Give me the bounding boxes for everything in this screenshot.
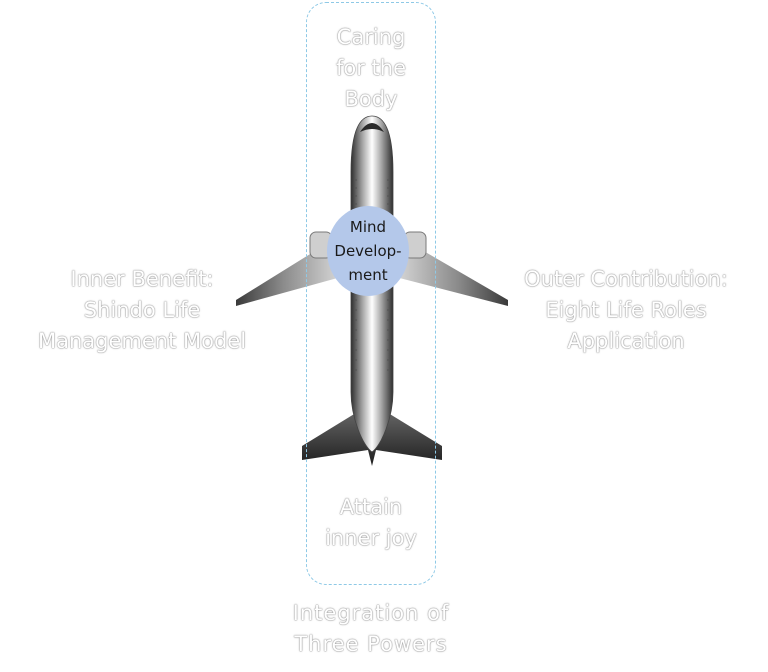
top-label: Caring for the Body (335, 25, 406, 111)
cockpit (360, 123, 384, 132)
left-label: Inner Benefit: Shindo Life Management Mo… (37, 267, 247, 353)
caption: Integration of Three Powers (292, 601, 450, 656)
right-label: Outer Contribution: Eight Life Roles App… (524, 267, 728, 353)
dashed-frame (306, 2, 436, 585)
center-label: Mind Develop- ment (334, 218, 402, 284)
bottom-label: Attain inner joy (325, 495, 417, 550)
center-node: Mind Develop- ment (327, 206, 409, 296)
